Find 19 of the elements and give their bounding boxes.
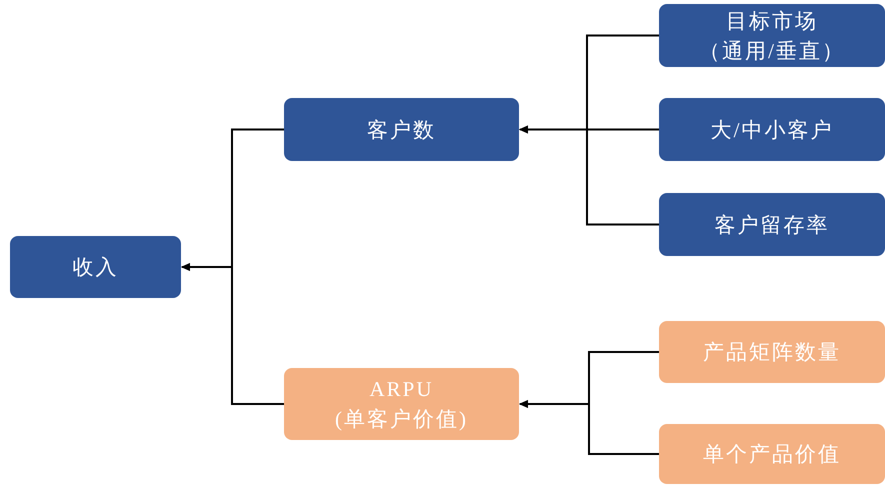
box-label: ARPU (单客户价值) [334,376,469,433]
process-box [659,193,885,256]
process-box [10,236,181,298]
box-label: 目标市场（通用/垂直） [698,8,846,64]
connector-arrow [519,400,659,455]
process-box [659,424,885,484]
process-box [659,98,885,161]
box-label: 客户数 [367,116,436,144]
box-label: 产品矩阵数量 [703,339,841,366]
box-label: 收入 [72,254,118,281]
process-box [284,368,519,440]
process-box [659,4,885,67]
connector-arrow [519,126,659,226]
box-label: 单个产品价值 [703,441,841,468]
process-box [659,321,885,383]
connector-arrow [181,263,284,405]
box-label: 客户留存率 [714,212,830,238]
process-box [284,98,519,161]
box-label: 大/中小客户 [710,116,834,144]
